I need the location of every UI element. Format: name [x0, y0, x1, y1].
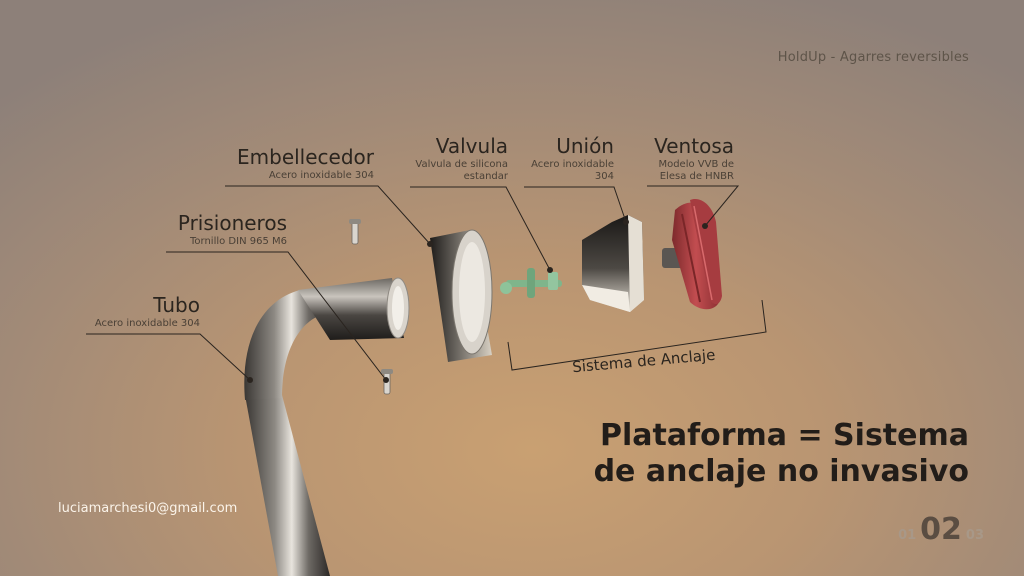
- label-union: Unión Acero inoxidable 304: [518, 135, 614, 183]
- leader-valvula: [410, 186, 551, 271]
- ventosa-title: Ventosa: [654, 134, 734, 158]
- label-valvula: Valvula Valvula de silicona estandar: [400, 135, 508, 183]
- leader-union: [524, 186, 627, 223]
- leader-embellecedor: [225, 185, 431, 245]
- union-shape: [582, 215, 644, 312]
- embellecedor-title: Embellecedor: [237, 145, 374, 169]
- leader-ventosa: [647, 185, 740, 227]
- prisionero-screw-bottom: [381, 369, 393, 395]
- valvula-subtitle-2: estandar: [463, 171, 508, 182]
- label-ventosa: Ventosa Modelo VVB de Elesa de HNBR: [634, 135, 734, 183]
- prisioneros-subtitle: Tornillo DIN 965 M6: [190, 236, 287, 247]
- label-prisioneros: Prisioneros Tornillo DIN 965 M6: [120, 212, 287, 248]
- ventosa-shape: [662, 198, 722, 310]
- ventosa-subtitle-1: Modelo VVB de: [658, 159, 734, 170]
- pager-current: 02: [920, 512, 962, 547]
- headline-line-1: Plataforma = Sistema: [599, 418, 969, 453]
- valvula-title: Valvula: [435, 134, 508, 158]
- union-title: Unión: [556, 134, 614, 158]
- union-subtitle-1: Acero inoxidable: [531, 159, 614, 170]
- tubo-vertical: [245, 395, 330, 576]
- prisioneros-title: Prisioneros: [177, 211, 287, 235]
- headline-line-2: de anclaje no invasivo: [593, 454, 969, 489]
- leader-tubo: [86, 333, 251, 381]
- tubo-subtitle: Acero inoxidable 304: [94, 318, 200, 329]
- valvula-shape: [500, 268, 562, 298]
- leader-prisioneros: [166, 251, 387, 381]
- headline: Plataforma = Sistema de anclaje no invas…: [594, 418, 969, 490]
- label-embellecedor: Embellecedor Acero inoxidable 304: [204, 146, 374, 182]
- tubo-horizontal: [298, 278, 404, 340]
- anchor-bracket: [507, 299, 767, 371]
- label-tubo: Tubo Acero inoxidable 304: [60, 294, 200, 330]
- author-email: luciamarchesi0@gmail.com: [58, 501, 238, 516]
- slide-pager: 01 02 03: [898, 512, 984, 547]
- tubo-title: Tubo: [153, 293, 200, 317]
- prisionero-screw-top: [349, 219, 361, 245]
- embellecedor-subtitle: Acero inoxidable 304: [268, 170, 374, 181]
- ventosa-subtitle-2: Elesa de HNBR: [659, 171, 734, 182]
- pager-prev[interactable]: 01: [898, 528, 917, 543]
- union-subtitle-2: 304: [594, 171, 614, 182]
- brand-title: HoldUp - Agarres reversibles: [777, 50, 969, 65]
- valvula-subtitle-1: Valvula de silicona: [415, 159, 508, 170]
- tubo-bend: [244, 290, 330, 400]
- pager-next[interactable]: 03: [965, 528, 984, 543]
